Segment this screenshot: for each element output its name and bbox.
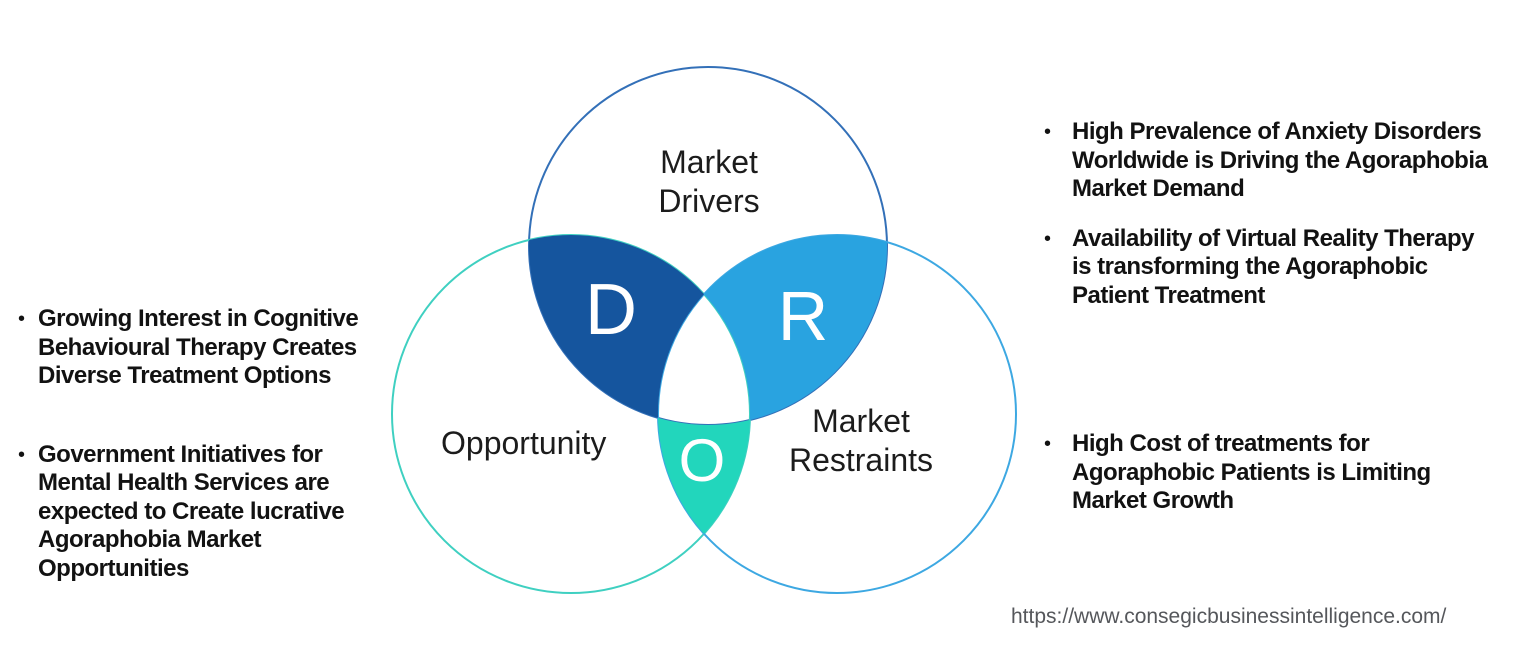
list-item: • High Cost of treatments for Agoraphobi…	[1044, 430, 1514, 516]
market-drivers-label: Market Drivers	[658, 144, 760, 219]
bullet-icon: •	[18, 443, 26, 466]
driver-bullet-1: High Prevalence of Anxiety Disorders Wor…	[1072, 118, 1488, 202]
source-url-link[interactable]: https://www.consegicbusinessintelligence…	[1011, 605, 1447, 628]
letter-d: D	[585, 270, 637, 350]
list-item: • High Prevalence of Anxiety Disorders W…	[1044, 118, 1514, 204]
letter-o: O	[679, 427, 726, 494]
list-item: • Growing Interest in Cognitive Behaviou…	[18, 305, 394, 391]
opportunity-bullet-list: • Growing Interest in Cognitive Behaviou…	[18, 305, 394, 583]
opportunity-bullet-2: Government Initiatives for Mental Health…	[38, 440, 345, 582]
opportunity-bullet-1: Growing Interest in Cognitive Behavioura…	[38, 305, 359, 389]
bullet-icon: •	[1044, 227, 1052, 250]
letter-r: R	[778, 277, 829, 355]
list-item: • Government Initiatives for Mental Heal…	[18, 441, 394, 584]
list-item: • Availability of Virtual Reality Therap…	[1044, 225, 1514, 311]
bullet-icon: •	[1044, 121, 1052, 143]
market-restraints-label: Market Restraints	[788, 403, 934, 478]
restraint-bullet-1: High Cost of treatments for Agoraphobic …	[1072, 430, 1431, 514]
opportunity-label: Opportunity	[441, 425, 607, 461]
drivers-restraints-bullet-list: • High Prevalence of Anxiety Disorders W…	[1044, 118, 1514, 516]
bullet-icon: •	[18, 308, 26, 330]
bullet-icon: •	[1044, 433, 1052, 455]
driver-bullet-2: Availability of Virtual Reality Therapy …	[1072, 224, 1474, 309]
